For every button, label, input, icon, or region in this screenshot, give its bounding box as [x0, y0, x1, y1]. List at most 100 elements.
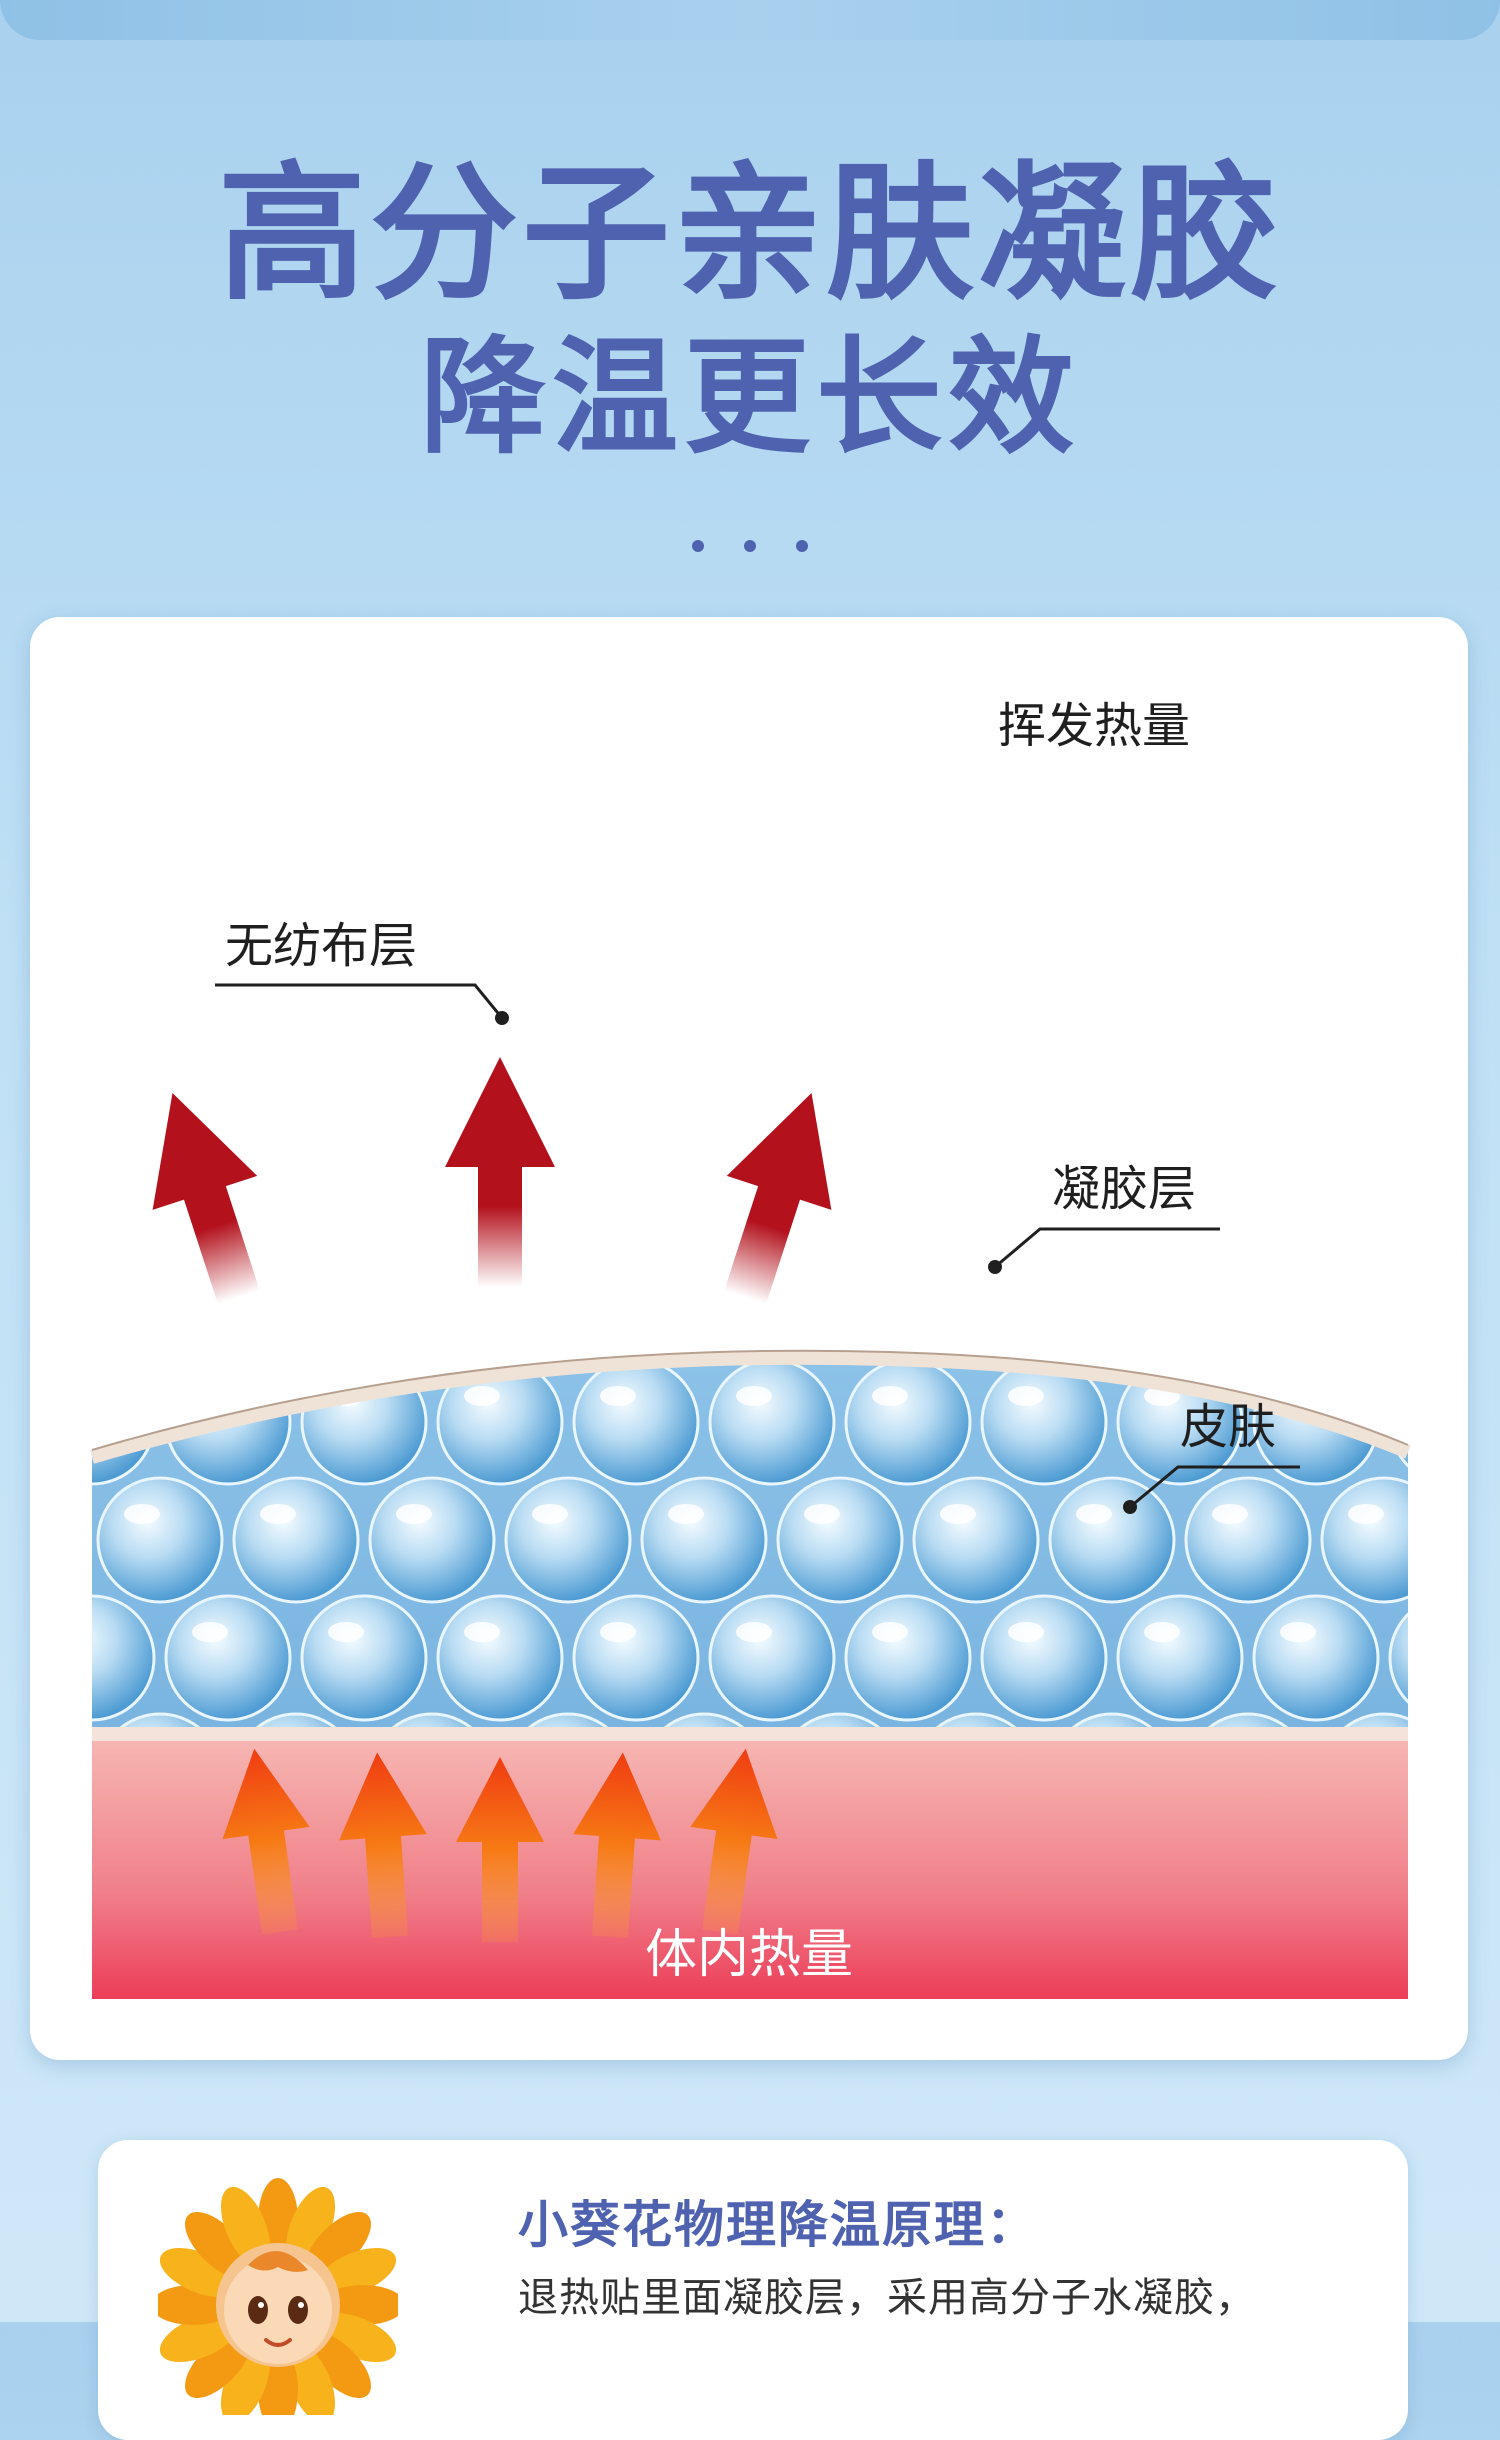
dot: [744, 540, 756, 552]
gel-bubble-highlight: [1076, 1504, 1112, 1524]
gel-bubble: [844, 1358, 972, 1486]
gel-bubble-highlight: [872, 1386, 908, 1406]
gel-bubble: [1388, 1594, 1408, 1722]
gel-bubble: [1048, 1476, 1176, 1604]
gel-bubble-highlight: [1416, 1858, 1452, 1878]
gel-bubble: [1320, 1712, 1408, 1737]
gel-bubble: [436, 1594, 564, 1722]
dot: [796, 540, 808, 552]
gel-bubble: [776, 1476, 904, 1604]
gel-bottom-border: [92, 1727, 1408, 1741]
gel-bubble: [1184, 1476, 1312, 1604]
label-gel: 凝胶层: [1052, 1161, 1196, 1217]
gel-bubble-highlight: [464, 1386, 500, 1406]
body-heat-arrows: [222, 1748, 778, 1942]
gel-bubble-highlight: [1416, 1622, 1452, 1642]
layer-diagram: 挥发热量 无纺布层 凝胶层 皮肤 体内热量: [30, 698, 1468, 1999]
info-title: 小葵花物理降温原理：: [518, 2196, 1038, 2254]
gel-bubble: [912, 1712, 1040, 1737]
gel-bubble: [1116, 1594, 1244, 1722]
gel-bubble: [708, 1358, 836, 1486]
gel-bubble-highlight: [940, 1504, 976, 1524]
gel-bubble: [1320, 1476, 1408, 1604]
gel-bubble-highlight: [1008, 1622, 1044, 1642]
gel-bubble: [640, 1476, 768, 1604]
gel-bubble: [504, 1476, 632, 1604]
body-arrow-4: [573, 1752, 661, 1939]
gel-bubble-highlight: [396, 1504, 432, 1524]
gel-bubble: [164, 1594, 292, 1722]
gel-bubble: [30, 1478, 86, 1602]
nonwoven-layer-edge: [91, 1349, 1409, 1451]
heat-release-arrows: [152, 1057, 832, 1305]
heat-arrow-left: [152, 1093, 260, 1305]
gel-bubble: [96, 1712, 224, 1737]
body-arrow-3: [456, 1757, 544, 1942]
gel-bubble: [232, 1712, 360, 1737]
gel-bubble-highlight: [1144, 1622, 1180, 1642]
gel-bubble: [640, 1712, 768, 1737]
sunflower-petal: [316, 2247, 397, 2297]
gel-bubble-highlight: [1212, 1504, 1248, 1524]
gel-bubble: [300, 1594, 428, 1722]
gel-bubble-highlight: [736, 1622, 772, 1642]
diagram-card: 挥发热量 无纺布层 凝胶层 皮肤 体内热量: [30, 617, 1468, 2060]
gel-bubble: [708, 1594, 836, 1722]
gel-bubble-highlight: [1008, 1386, 1044, 1406]
page-subtitle: 降温更长效: [420, 324, 1080, 471]
gel-bubble: [912, 1476, 1040, 1604]
info-body: 退热贴里面凝胶层，采用高分子水凝胶，: [518, 2275, 1256, 2321]
gel-bubble: [1048, 1712, 1176, 1737]
gel-bubble-highlight: [1348, 1504, 1384, 1524]
page-title: 高分子亲肤凝胶: [218, 148, 1282, 320]
gel-bubble: [1252, 1594, 1380, 1722]
gel-bubble: [776, 1712, 904, 1737]
gel-bubble-highlight: [56, 1858, 92, 1878]
nonwoven-layer: [90, 1350, 1411, 1464]
gel-bubble: [1458, 1714, 1468, 1838]
label-skin: 皮肤: [1180, 1399, 1276, 1455]
sunflower-petal: [220, 2186, 270, 2267]
gel-bubble: [96, 1476, 224, 1604]
top-band: [0, 0, 1500, 40]
gel-bubble: [504, 1712, 632, 1737]
gel-bubble-highlight: [1416, 1386, 1452, 1406]
gel-bubble-highlight: [328, 1622, 364, 1642]
dot: [692, 540, 704, 552]
callout-skin: 皮肤: [1123, 1399, 1300, 1514]
body-arrow-1: [222, 1748, 310, 1935]
gel-bubble: [92, 1358, 156, 1486]
gel-bubble-highlight: [56, 1622, 92, 1642]
label-heat-release: 挥发热量: [998, 698, 1190, 754]
gel-bubble-highlight: [1280, 1622, 1316, 1642]
gel-bubble: [92, 1594, 156, 1722]
gel-bubble-highlight: [260, 1504, 296, 1524]
gel-bubble: [30, 1714, 86, 1838]
gel-bubble: [844, 1594, 972, 1722]
gel-bubble: [1458, 1478, 1468, 1602]
gel-bubble-highlight: [192, 1622, 228, 1642]
gel-bubble-highlight: [600, 1622, 636, 1642]
gel-bubble: [232, 1476, 360, 1604]
gel-bubble-highlight: [804, 1504, 840, 1524]
gel-bubble: [980, 1594, 1108, 1722]
gel-bubble-highlight: [532, 1504, 568, 1524]
gel-bubble-highlight: [872, 1622, 908, 1642]
callout-nonwoven: 无纺布层: [215, 918, 509, 1025]
gel-bubble-highlight: [464, 1622, 500, 1642]
gel-bubble: [572, 1594, 700, 1722]
gel-bubble-highlight: [56, 1386, 92, 1406]
body-arrow-5: [690, 1748, 778, 1935]
gel-bubble-highlight: [600, 1386, 636, 1406]
callout-gel: 凝胶层: [988, 1161, 1220, 1274]
gel-bubble: [368, 1476, 496, 1604]
gel-bubble: [300, 1358, 428, 1486]
heat-arrow-right: [724, 1093, 832, 1305]
label-nonwoven: 无纺布层: [225, 918, 417, 974]
dots-divider: [0, 540, 1500, 552]
gel-bubble: [368, 1712, 496, 1737]
body-arrow-2: [339, 1752, 427, 1939]
gel-bubble-highlight: [192, 1386, 228, 1406]
sunflower-mascot-icon: [158, 2178, 398, 2415]
